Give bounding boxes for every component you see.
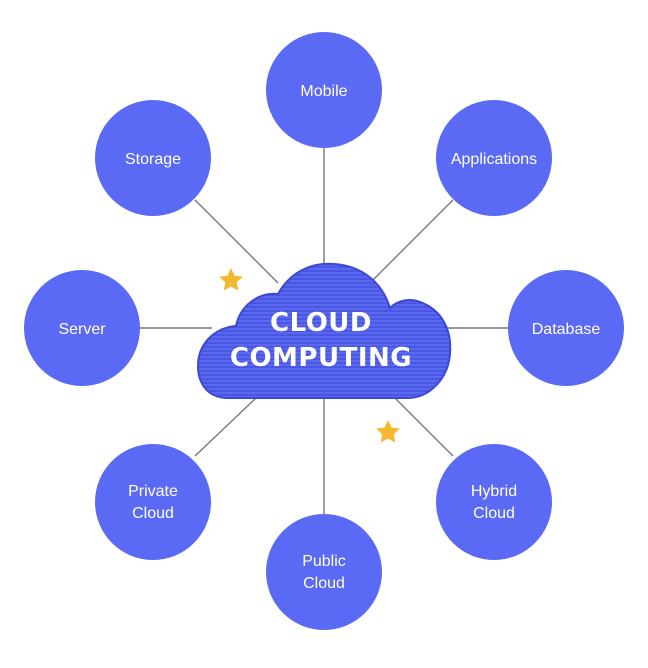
connector-storage bbox=[194, 199, 279, 284]
node-server-label: Server bbox=[58, 321, 106, 338]
cloud-icon bbox=[196, 262, 452, 399]
cloud-computing-hub: CLOUD COMPUTING bbox=[196, 262, 452, 399]
node-private-cloud-label-line1: Private bbox=[128, 483, 178, 500]
cloud-title-line2: COMPUTING bbox=[230, 343, 412, 373]
node-database-label: Database bbox=[532, 321, 601, 338]
node-applications: Applications bbox=[436, 100, 552, 216]
star-icon-lower-right bbox=[376, 420, 400, 443]
node-storage: Storage bbox=[95, 100, 211, 216]
node-public-cloud-label-line2: Cloud bbox=[303, 575, 345, 592]
node-mobile-label: Mobile bbox=[300, 83, 347, 100]
node-hybrid-cloud-label-line2: Cloud bbox=[473, 505, 515, 522]
node-mobile: Mobile bbox=[266, 32, 382, 148]
connectors bbox=[140, 148, 508, 515]
node-server: Server bbox=[24, 270, 140, 386]
node-hybrid-cloud-label-line1: Hybrid bbox=[471, 483, 517, 500]
node-applications-label: Applications bbox=[451, 151, 537, 168]
node-storage-label: Storage bbox=[125, 151, 181, 168]
node-public-cloud-label-line1: Public bbox=[302, 553, 346, 570]
node-private-cloud: Private Cloud bbox=[95, 444, 211, 560]
connector-applications bbox=[369, 199, 454, 284]
cloud-title-line1: CLOUD bbox=[270, 308, 372, 338]
connector-hybrid-cloud bbox=[394, 397, 454, 457]
node-public-cloud: Public Cloud bbox=[266, 514, 382, 630]
star-icon-upper-left bbox=[219, 268, 243, 291]
node-hybrid-cloud: Hybrid Cloud bbox=[436, 444, 552, 560]
connector-private-cloud bbox=[194, 397, 257, 457]
node-database: Database bbox=[508, 270, 624, 386]
node-private-cloud-label-line2: Cloud bbox=[132, 505, 174, 522]
